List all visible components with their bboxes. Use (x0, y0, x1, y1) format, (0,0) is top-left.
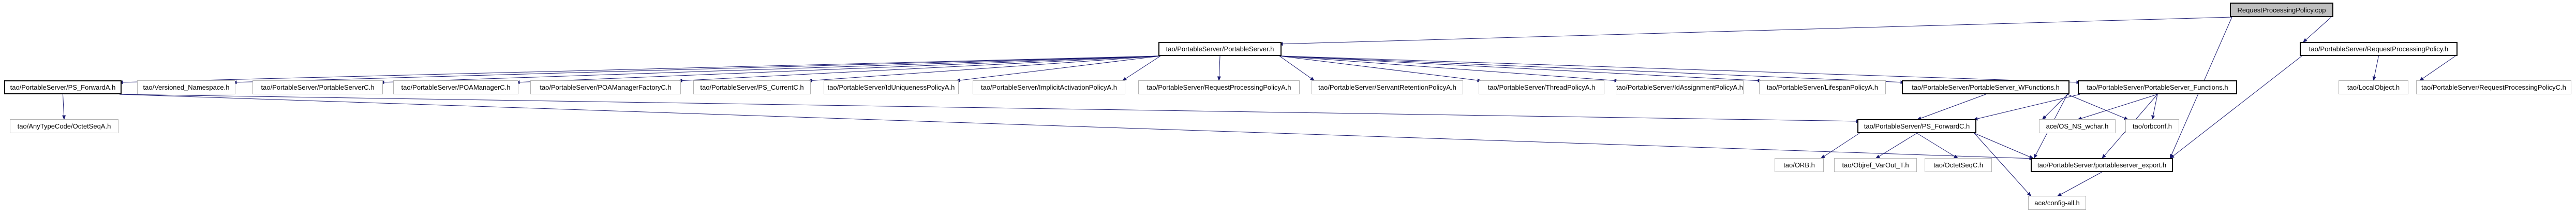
graph-node-orbconf[interactable]: tao/orbconf.h (2125, 119, 2179, 133)
include-edge-portableserver_h-to-ps_forwarda (118, 55, 1161, 84)
include-edge-ps_forwardc-to-octetseqc (1916, 133, 1959, 159)
include-edge-ps_forwardc-to-objref_varout (1875, 133, 1917, 159)
graph-node-reqprocessinga[interactable]: tao/PortableServer/RequestProcessingPoli… (1138, 80, 1300, 94)
graph-node-objref_varout[interactable]: tao/Objref_VarOut_T.h (1834, 158, 1917, 172)
graph-node-implicitactivationa[interactable]: tao/PortableServer/ImplicitActivationPol… (973, 80, 1125, 94)
include-edge-portableserver_h-to-threadpolicya (1279, 55, 1482, 82)
graph-node-portableserverc[interactable]: tao/PortableServer/PortableServerC.h (252, 80, 383, 94)
graph-node-poamanagerc[interactable]: tao/PortableServer/POAManagerC.h (393, 80, 518, 94)
graph-node-octetseqc[interactable]: tao/OctetSeqC.h (1925, 158, 1992, 172)
include-edge-ps_forwardc-to-export (1974, 133, 2034, 159)
include-edge-portableserver_h-to-idassignmenta (1279, 55, 1619, 82)
include-edge-reqprocpolicy_h-to-export (2169, 55, 2302, 159)
graph-node-threadpolicya[interactable]: tao/PortableServer/ThreadPolicyA.h (1479, 80, 1604, 94)
graph-node-config_all[interactable]: ace/config-all.h (2028, 196, 2086, 210)
graph-node-orb[interactable]: tao/ORB.h (1775, 158, 1824, 172)
include-edge-portableserver_h-to-servantretentiona (1279, 55, 1315, 81)
include-edge-portableserver_h-to-reqprocessinga (1217, 55, 1221, 81)
include-edge-functions-to-orbconf (2151, 94, 2158, 120)
include-edge-reqprocpolicy_h-to-reqprocpolicyc (2419, 55, 2456, 81)
graph-node-idassignmenta[interactable]: tao/PortableServer/IdAssignmentPolicyA.h (1616, 80, 1744, 94)
include-edge-ps_forwardc-to-orb (1820, 133, 1860, 159)
include-edge-functions-to-os_ns_wchar (2077, 94, 2158, 120)
include-edge-ps_forwarda-to-octetseqa (62, 94, 66, 120)
include-edge-portableserver_h-to-iduniquenessa (955, 55, 1161, 82)
graph-node-iduniquenessa[interactable]: tao/PortableServer/IdUniquenessPolicyA.h (824, 80, 959, 94)
include-edge-portableserver_h-to-poamanagerfactoryc (677, 55, 1161, 83)
graph-node-poamanagerfactoryc[interactable]: tao/PortableServer/POAManagerFactoryC.h (530, 80, 681, 94)
include-edge-ps_forwardc-to-config_all (1974, 133, 2032, 197)
include-edge-portableserver_h-to-versioned_ns (232, 55, 1161, 84)
graph-node-ps_currentc[interactable]: tao/PortableServer/PS_CurrentC.h (693, 80, 811, 94)
graph-node-functions[interactable]: tao/PortableServer/PortableServer_Functi… (2078, 80, 2237, 94)
include-edge-portableserver_h-to-poamanagerc (515, 55, 1161, 84)
include-edge-portableserver_h-to-portableserverc (379, 55, 1161, 84)
graph-node-reqprocpolicy_h[interactable]: tao/PortableServer/RequestProcessingPoli… (2300, 42, 2458, 56)
graph-node-ps_forwarda[interactable]: tao/PortableServer/PS_ForwardA.h (4, 80, 122, 94)
graph-node-octetseqa[interactable]: tao/AnyTypeCode/OctetSeqA.h (10, 119, 118, 133)
include-edge-portableserver_h-to-implicitactivationa (1122, 55, 1161, 81)
include-edge-wfunctions-to-os_ns_wchar (2042, 94, 2068, 120)
include-edge-wfunctions-to-ps_forwardc (1916, 94, 1986, 120)
include-edge-functions-to-ps_forwardc (1973, 94, 2080, 121)
edge-group (62, 17, 2456, 197)
graph-node-export[interactable]: tao/PortableServer/portableserver_export… (2031, 158, 2173, 172)
graph-node-ps_forwardc[interactable]: tao/PortableServer/PS_ForwardC.h (1857, 119, 1976, 133)
include-edge-ps_forwarda-to-export (119, 94, 2034, 161)
graph-node-wfunctions[interactable]: tao/PortableServer/PortableServer_WFunct… (1902, 80, 2069, 94)
graph-node-versioned_ns[interactable]: tao/Versioned_Namespace.h (137, 80, 235, 94)
include-edge-portableserver_h-to-lifespana (1279, 55, 1763, 83)
include-edge-cpp-to-reqprocpolicy_h (2302, 17, 2332, 43)
graph-node-os_ns_wchar[interactable]: ace/OS_NS_wchar.h (2039, 119, 2116, 133)
graph-node-cpp[interactable]: RequestProcessingPolicy.cpp (2230, 3, 2333, 17)
graph-node-portableserver_h[interactable]: tao/PortableServer/PortableServer.h (1158, 42, 1282, 56)
graph-node-localobject[interactable]: tao/LocalObject.h (2339, 80, 2408, 94)
include-edge-portableserver_h-to-ps_currentc (807, 55, 1161, 82)
include-edge-portableserver_h-to-functions (1279, 55, 2081, 84)
graph-node-reqprocpolicyc[interactable]: tao/PortableServer/RequestProcessingPoli… (2416, 80, 2571, 94)
include-edge-reqprocpolicy_h-to-localobject (2372, 55, 2379, 81)
graph-node-servantretentiona[interactable]: tao/PortableServer/ServantRetentionPolic… (1312, 80, 1463, 94)
include-edge-cpp-to-portableserver_h (1278, 17, 2232, 46)
graph-node-lifespana[interactable]: tao/PortableServer/LifespanPolicyA.h (1759, 80, 1886, 94)
include-edge-wfunctions-to-orbconf (2067, 94, 2129, 120)
include-edge-ps_forwarda-to-ps_forwardc (119, 94, 1861, 123)
include-edge-portableserver_h-to-wfunctions (1279, 55, 1905, 84)
include-edge-export-to-config_all (2057, 172, 2102, 197)
